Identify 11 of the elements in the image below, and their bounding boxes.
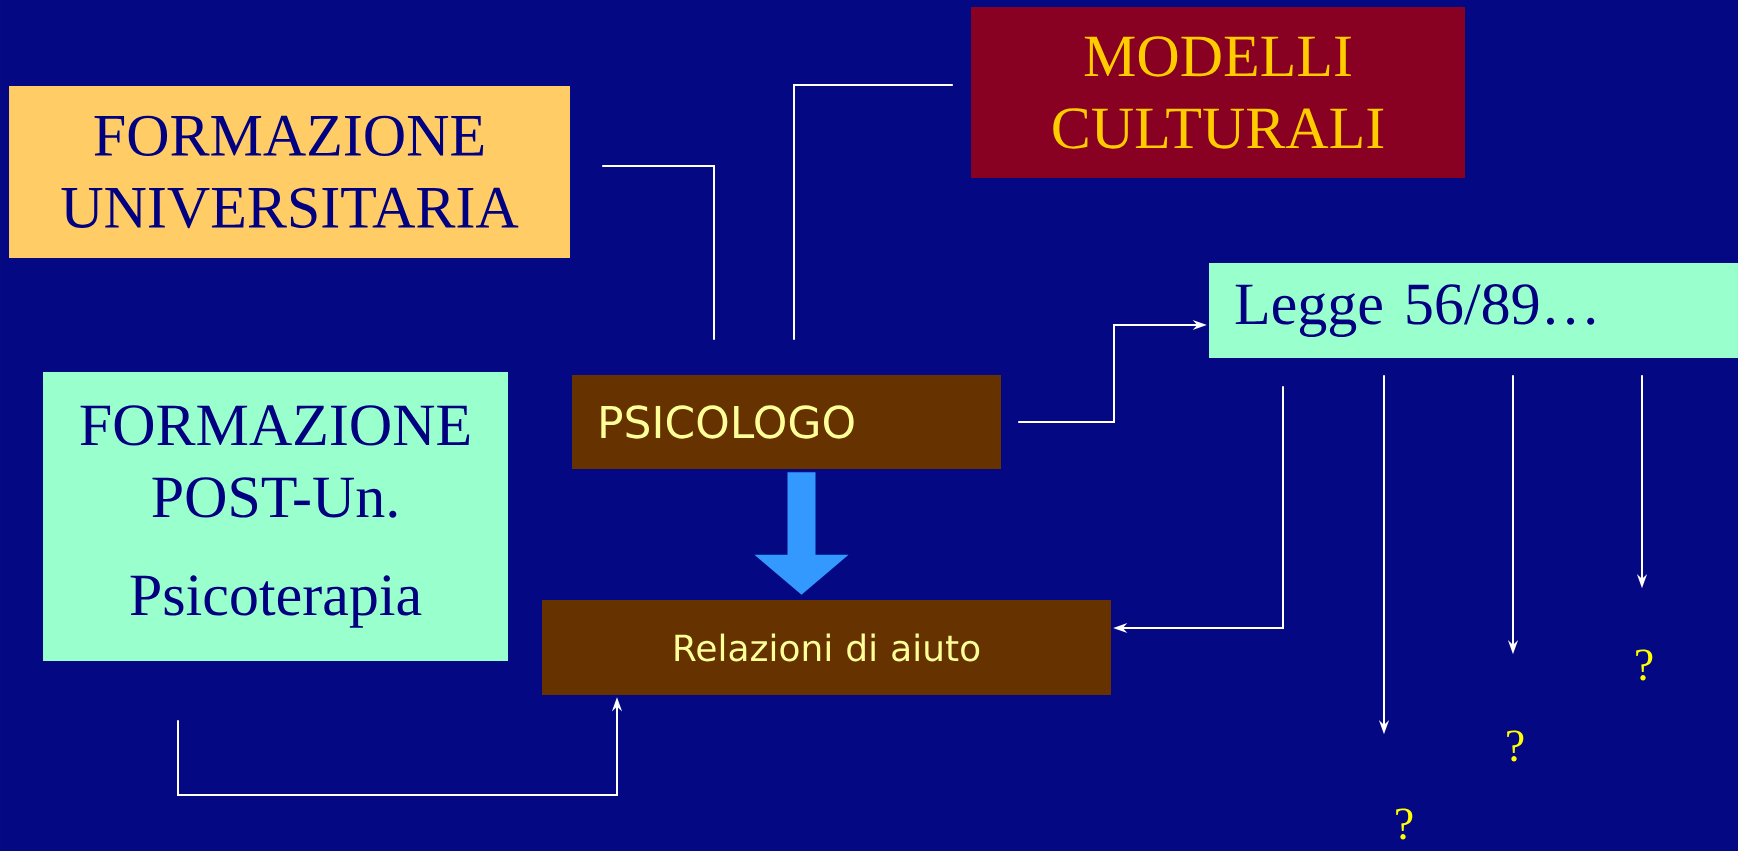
question-mark: ? <box>1507 730 1524 762</box>
title-box: MODELLI CULTURALI <box>971 7 1465 178</box>
law-box: Legge 56/89… <box>1209 263 1738 358</box>
question-mark: ? <box>1636 649 1653 681</box>
title-box: FORMAZIONE UNIVERSITARIA <box>9 86 570 258</box>
question-mark: ? <box>1396 808 1413 840</box>
connector-line <box>601 165 715 341</box>
connector-line <box>793 84 954 341</box>
role-box: Relazioni di aiuto <box>542 600 1111 695</box>
role-box: PSICOLOGO <box>572 375 1001 469</box>
title-box: FORMAZIONE POST-Un. Psicoterapia <box>43 372 508 661</box>
